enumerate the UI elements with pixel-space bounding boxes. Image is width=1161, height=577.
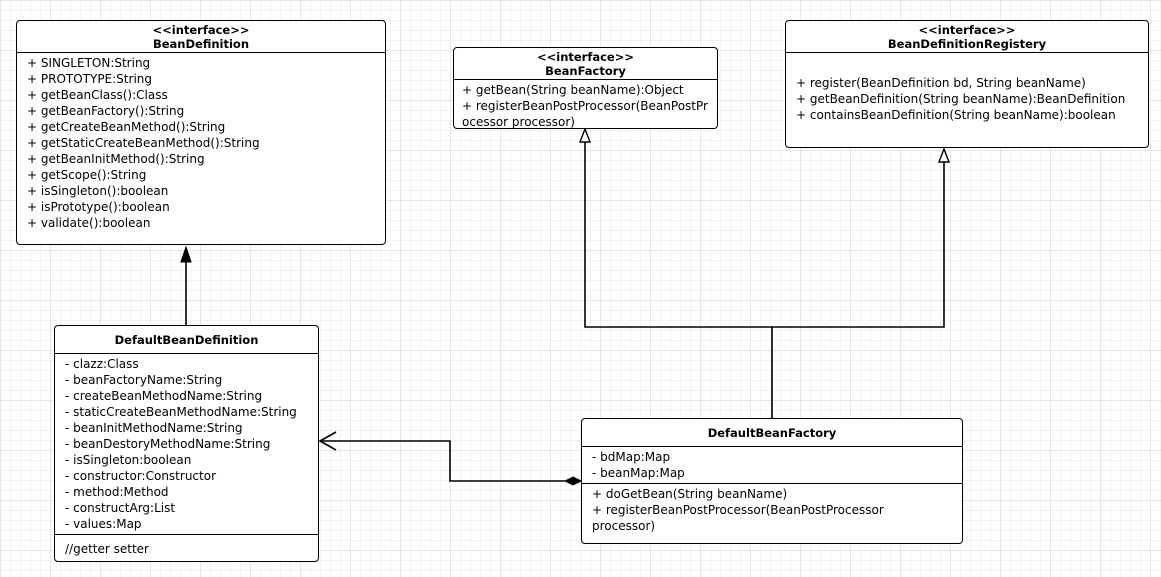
operations-section: + SINGLETON:String + PROTOTYPE:String + … [17, 53, 385, 233]
attribute: - method:Method [65, 485, 169, 499]
class-bean-definition[interactable]: <<interface>> BeanDefinition + SINGLETON… [16, 20, 386, 245]
attribute: - beanFactoryName:String [65, 373, 223, 387]
attribute: - beanDestoryMethodName:String [65, 437, 271, 451]
member: + getStaticCreateBeanMethod():String [27, 136, 260, 150]
class-header: <<interface>> BeanFactory [454, 48, 717, 80]
attribute: - staticCreateBeanMethodName:String [65, 405, 297, 419]
stereotype-label: <<interface>> [918, 23, 1016, 37]
realization-line-registery [772, 162, 945, 328]
operations-section: + register(BeanDefinition bd, String bea… [786, 53, 1148, 125]
hollow-triangle-factory [578, 127, 592, 143]
composition-line [322, 440, 565, 482]
class-bean-factory[interactable]: <<interface>> BeanFactory + getBean(Stri… [453, 47, 718, 129]
class-name: DefaultBeanDefinition [114, 333, 259, 347]
member: + getScope():String [27, 168, 147, 182]
realization-line-factory [584, 142, 773, 418]
composition-diamond [563, 476, 583, 486]
member: + getBean(String beanName):Object [462, 83, 684, 97]
hollow-triangle-registery [937, 147, 951, 163]
class-header: DefaultBeanDefinition [55, 326, 318, 354]
attributes-section: - clazz:Class - beanFactoryName:String -… [55, 354, 318, 534]
class-header: DefaultBeanFactory [582, 419, 962, 447]
member: + containsBeanDefinition(String beanName… [796, 108, 1116, 122]
class-name: BeanDefinition [152, 37, 250, 51]
attribute: - constructArg:List [65, 501, 176, 515]
member: + getBeanClass():Class [27, 88, 168, 102]
attribute: - clazz:Class [65, 357, 139, 371]
stereotype-label: <<interface>> [536, 50, 635, 64]
member: + registerBeanPostProcessor(BeanPostProc… [462, 99, 708, 129]
solid-arrow-head [180, 245, 192, 263]
class-name: BeanDefinitionRegistery [887, 37, 1047, 51]
operations-section: + getBean(String beanName):Object + regi… [454, 80, 717, 129]
attribute: - bdMap:Map [592, 450, 671, 464]
operation: //getter setter [65, 542, 149, 556]
class-name: BeanFactory [545, 64, 626, 78]
attribute: - values:Map [65, 517, 142, 531]
class-default-bean-definition[interactable]: DefaultBeanDefinition - clazz:Class - be… [54, 325, 319, 562]
member: + register(BeanDefinition bd, String bea… [796, 76, 1086, 90]
class-bean-definition-registery[interactable]: <<interface>> BeanDefinitionRegistery + … [785, 20, 1149, 148]
attributes-section: - bdMap:Map - beanMap:Map [582, 447, 962, 483]
class-name: DefaultBeanFactory [707, 426, 837, 440]
attribute: - createBeanMethodName:String [65, 389, 263, 403]
attribute: - beanInitMethodName:String [65, 421, 243, 435]
class-header: <<interface>> BeanDefinitionRegistery [786, 21, 1148, 53]
attribute: - constructor:Constructor [65, 469, 216, 483]
member: + getBeanInitMethod():String [27, 152, 205, 166]
operation: + doGetBean(String beanName) [592, 487, 788, 501]
attribute: - isSingleton:boolean [65, 453, 192, 467]
class-header: <<interface>> BeanDefinition [17, 21, 385, 53]
stereotype-label: <<interface>> [152, 23, 250, 37]
member: + isPrototype():boolean [27, 200, 170, 214]
operations-section: //getter setter [55, 534, 318, 559]
operation: + registerBeanPostProcessor(BeanPostProc… [592, 503, 884, 533]
class-default-bean-factory[interactable]: DefaultBeanFactory - bdMap:Map - beanMap… [581, 418, 963, 544]
member: + isSingleton():boolean [27, 184, 169, 198]
member: + PROTOTYPE:String [27, 72, 152, 86]
member: + getBeanFactory():String [27, 104, 185, 118]
member: + getCreateBeanMethod():String [27, 120, 226, 134]
operations-section: + doGetBean(String beanName) + registerB… [582, 483, 962, 536]
member: + getBeanDefinition(String beanName):Bea… [796, 92, 1126, 106]
member: + validate():boolean [27, 216, 151, 230]
member: + SINGLETON:String [27, 56, 151, 70]
navigable-arrow-head [318, 431, 337, 451]
attribute: - beanMap:Map [592, 466, 685, 480]
